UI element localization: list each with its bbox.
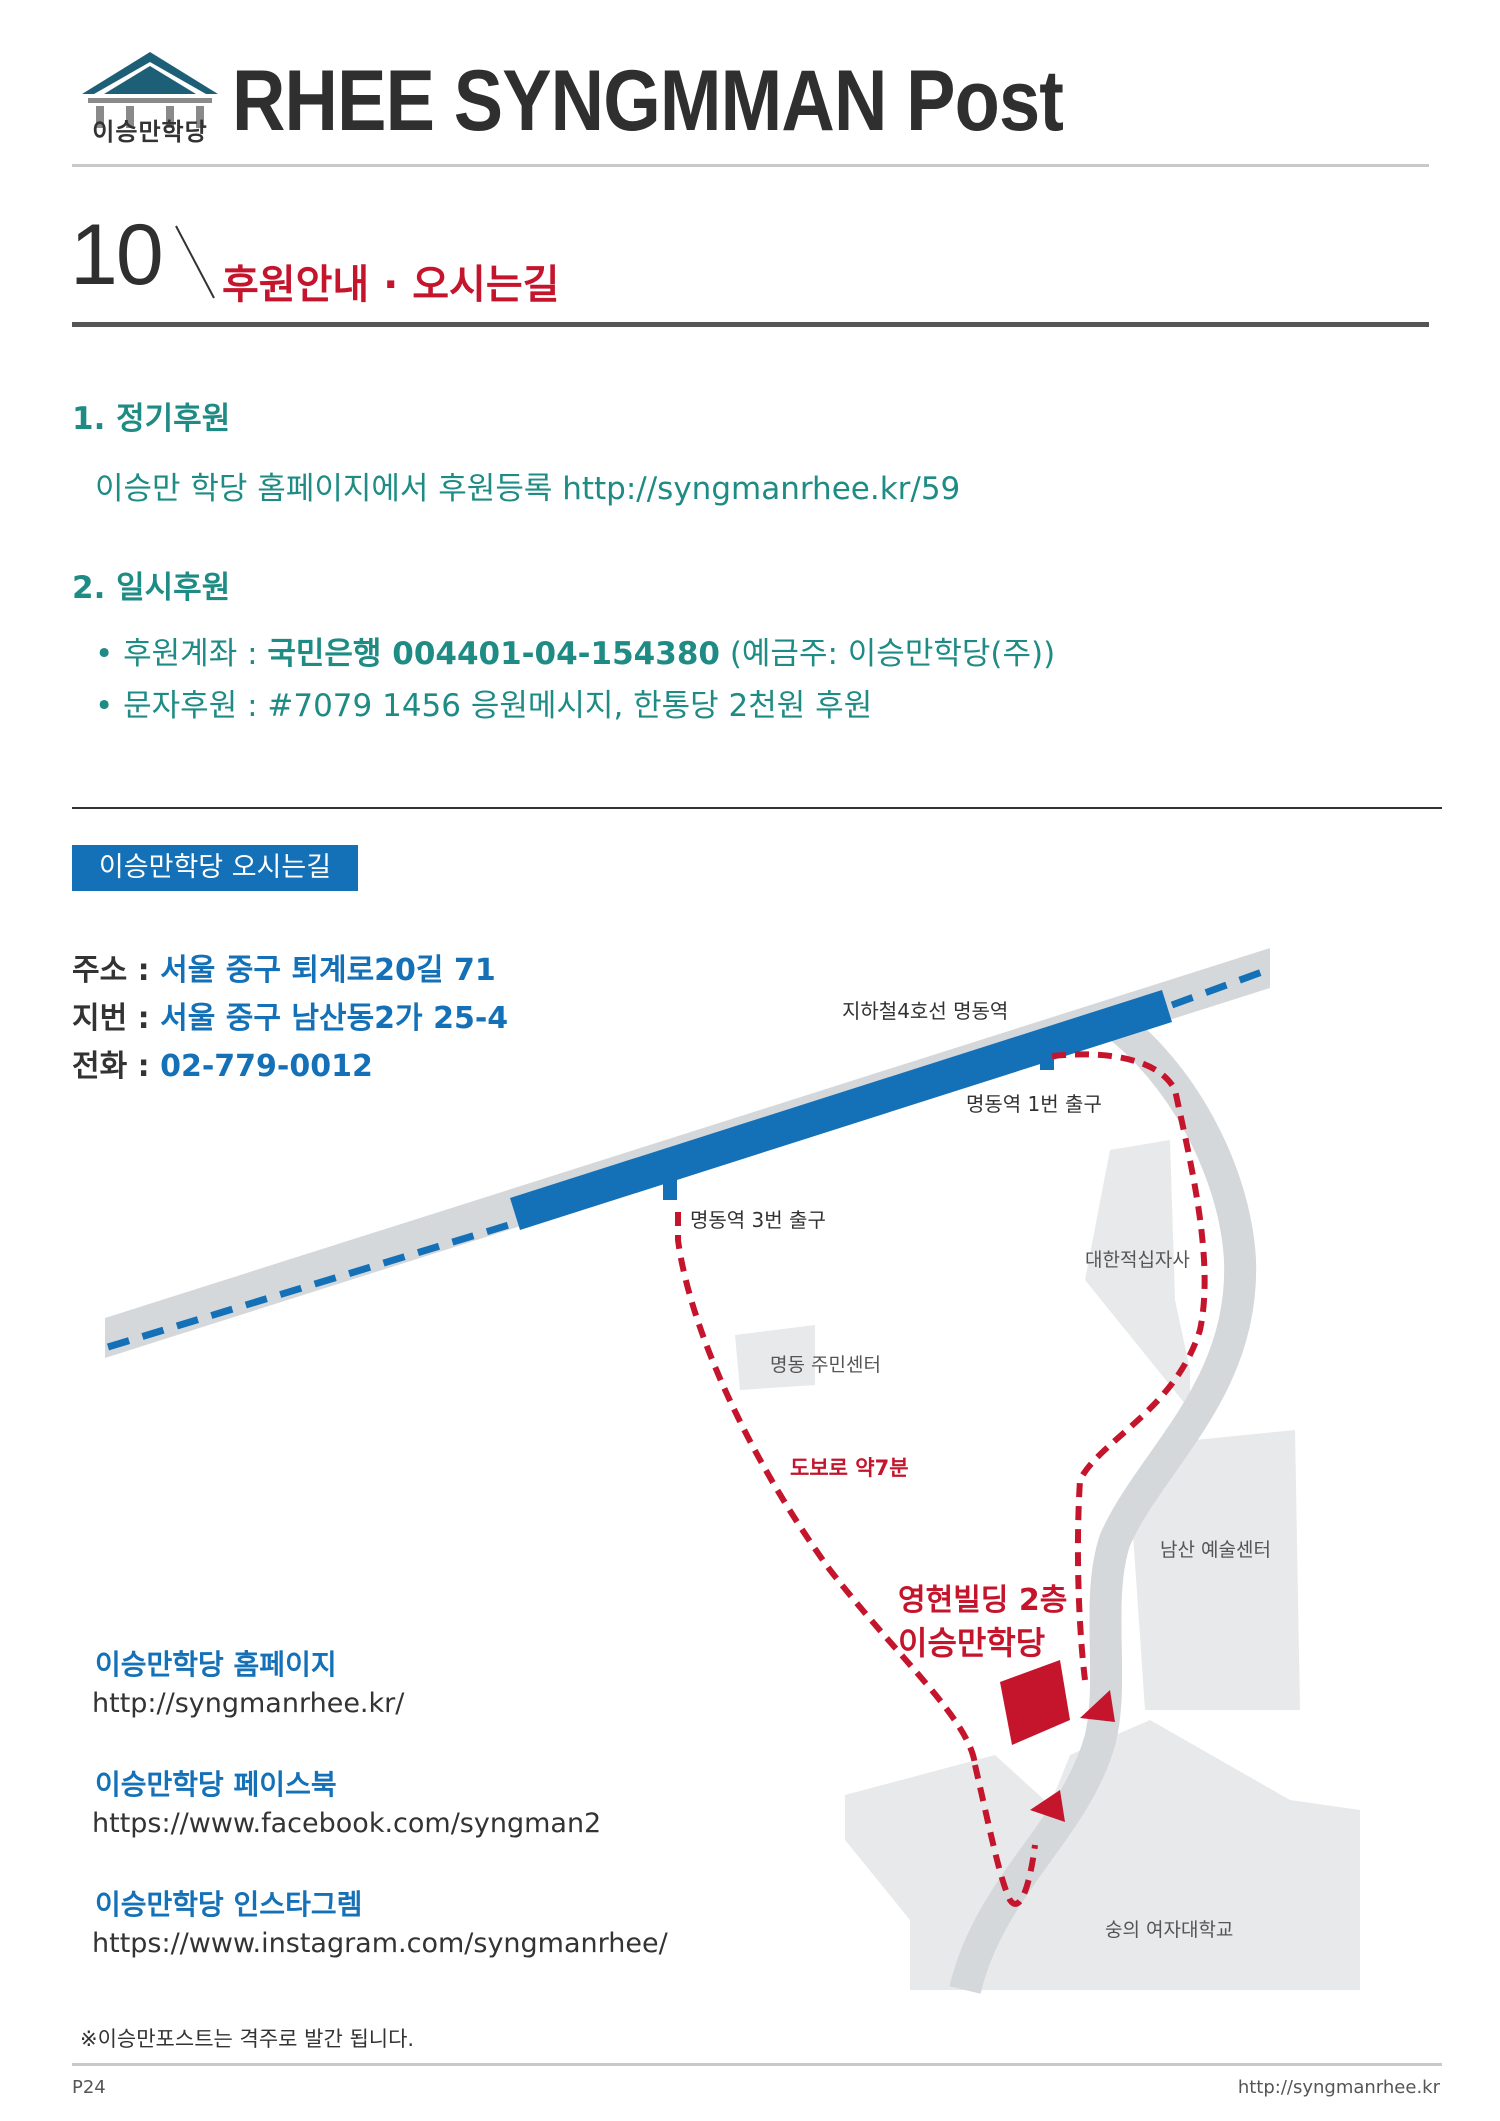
address-line: 주소 : 서울 중구 퇴계로20길 71: [72, 945, 496, 989]
footer-url[interactable]: http://syngmanrhee.kr: [1237, 2077, 1440, 2098]
logo-text: 이승만학당: [92, 118, 208, 146]
map-road-curve: [949, 1006, 1257, 1994]
onetime-support-heading: 2. 일시후원: [72, 570, 231, 606]
publication-note: ※이승만포스트는 격주로 발간 됩니다.: [80, 2027, 415, 2051]
regular-support-heading: 1. 정기후원: [72, 401, 231, 437]
map-label-university: 숭의 여자대학교: [1105, 1919, 1234, 1941]
map-label-redcross: 대한적십자사: [1085, 1249, 1190, 1271]
account-number: 국민은행 004401-04-154380: [267, 636, 720, 672]
address-value: 서울 중구 퇴계로20길 71: [160, 953, 496, 988]
homepage-link-url[interactable]: http://syngmanrhee.kr/: [92, 1688, 405, 1719]
address-label: 주소 :: [72, 953, 161, 988]
phone-line: 전화 : 02-779-0012: [72, 1041, 373, 1085]
arrow-south-icon: [1030, 1790, 1065, 1822]
logo-icon: [82, 52, 218, 128]
account-holder: (예금주: 이승만학당(주)): [719, 636, 1056, 672]
homepage-link-title: 이승만학당 홈페이지: [95, 1648, 337, 1681]
subway-line-dashed-east: [1170, 968, 1264, 1009]
directions-title-badge: 이승만학당 오시는길: [72, 845, 358, 891]
directions-divider: [72, 807, 1442, 809]
arrow-east-icon: [1080, 1690, 1115, 1722]
magazine-title: RHEE SYNGMMAN Post: [232, 53, 1064, 149]
header-divider: [72, 164, 1429, 167]
instagram-link-url[interactable]: https://www.instagram.com/syngmanrhee/: [92, 1928, 668, 1959]
account-label: • 후원계좌 :: [95, 636, 268, 672]
map-block-redcross: [1085, 1140, 1190, 1410]
phone-value: 02-779-0012: [160, 1049, 373, 1084]
walking-route-from-exit1: [1051, 1051, 1208, 1681]
instagram-link-title: 이승만학당 인스타그렘: [95, 1888, 363, 1921]
account-line: • 후원계좌 : 국민은행 004401-04-154380 (예금주: 이승만…: [95, 628, 1055, 673]
facebook-link-url[interactable]: https://www.facebook.com/syngman2: [92, 1808, 602, 1839]
sms-support-line: • 문자후원 : #7079 1456 응원메시지, 한통당 2천원 후원: [95, 688, 873, 724]
map-label-walk-time: 도보로 약7분: [790, 1456, 909, 1480]
section-divider: [72, 322, 1429, 327]
section-number: 10: [70, 207, 164, 303]
section-title: 후원안내 · 오시는길: [222, 262, 560, 308]
destination-building-marker: [1000, 1660, 1070, 1745]
map-block-arts-center: [1130, 1430, 1300, 1710]
map-label-academy: 이승만학당: [898, 1624, 1046, 1662]
lot-address-value: 서울 중구 남산동2가 25-4: [160, 1001, 509, 1036]
walking-route-from-exit3: [675, 1212, 978, 1766]
map-block-community-center: [735, 1325, 815, 1390]
exit1-connector: [1040, 1040, 1054, 1070]
regular-support-text: 이승만 학당 홈페이지에서 후원등록 http://syngmanrhee.kr…: [95, 471, 961, 507]
map-label-exit1: 명동역 1번 출구: [966, 1092, 1102, 1116]
lot-address-line: 지번 : 서울 중구 남산동2가 25-4: [72, 993, 508, 1037]
map-label-subway-line: 지하철4호선 명동역: [842, 999, 1009, 1023]
map-label-community-center: 명동 주민센터: [770, 1354, 881, 1376]
footer-divider: [72, 2063, 1442, 2066]
map-label-arts-center: 남산 예술센터: [1160, 1539, 1271, 1561]
facebook-link-title: 이승만학당 페이스북: [95, 1768, 337, 1801]
phone-label: 전화 :: [72, 1049, 161, 1084]
lot-address-label: 지번 :: [72, 1001, 161, 1036]
map-label-building: 영현빌딩 2층: [898, 1583, 1068, 1618]
exit3-connector: [663, 1170, 677, 1200]
walking-route-loop: [972, 1764, 1038, 1907]
map-label-exit3: 명동역 3번 출구: [690, 1208, 826, 1232]
section-slash-icon: [175, 225, 215, 299]
page-number: P24: [72, 2077, 106, 2098]
